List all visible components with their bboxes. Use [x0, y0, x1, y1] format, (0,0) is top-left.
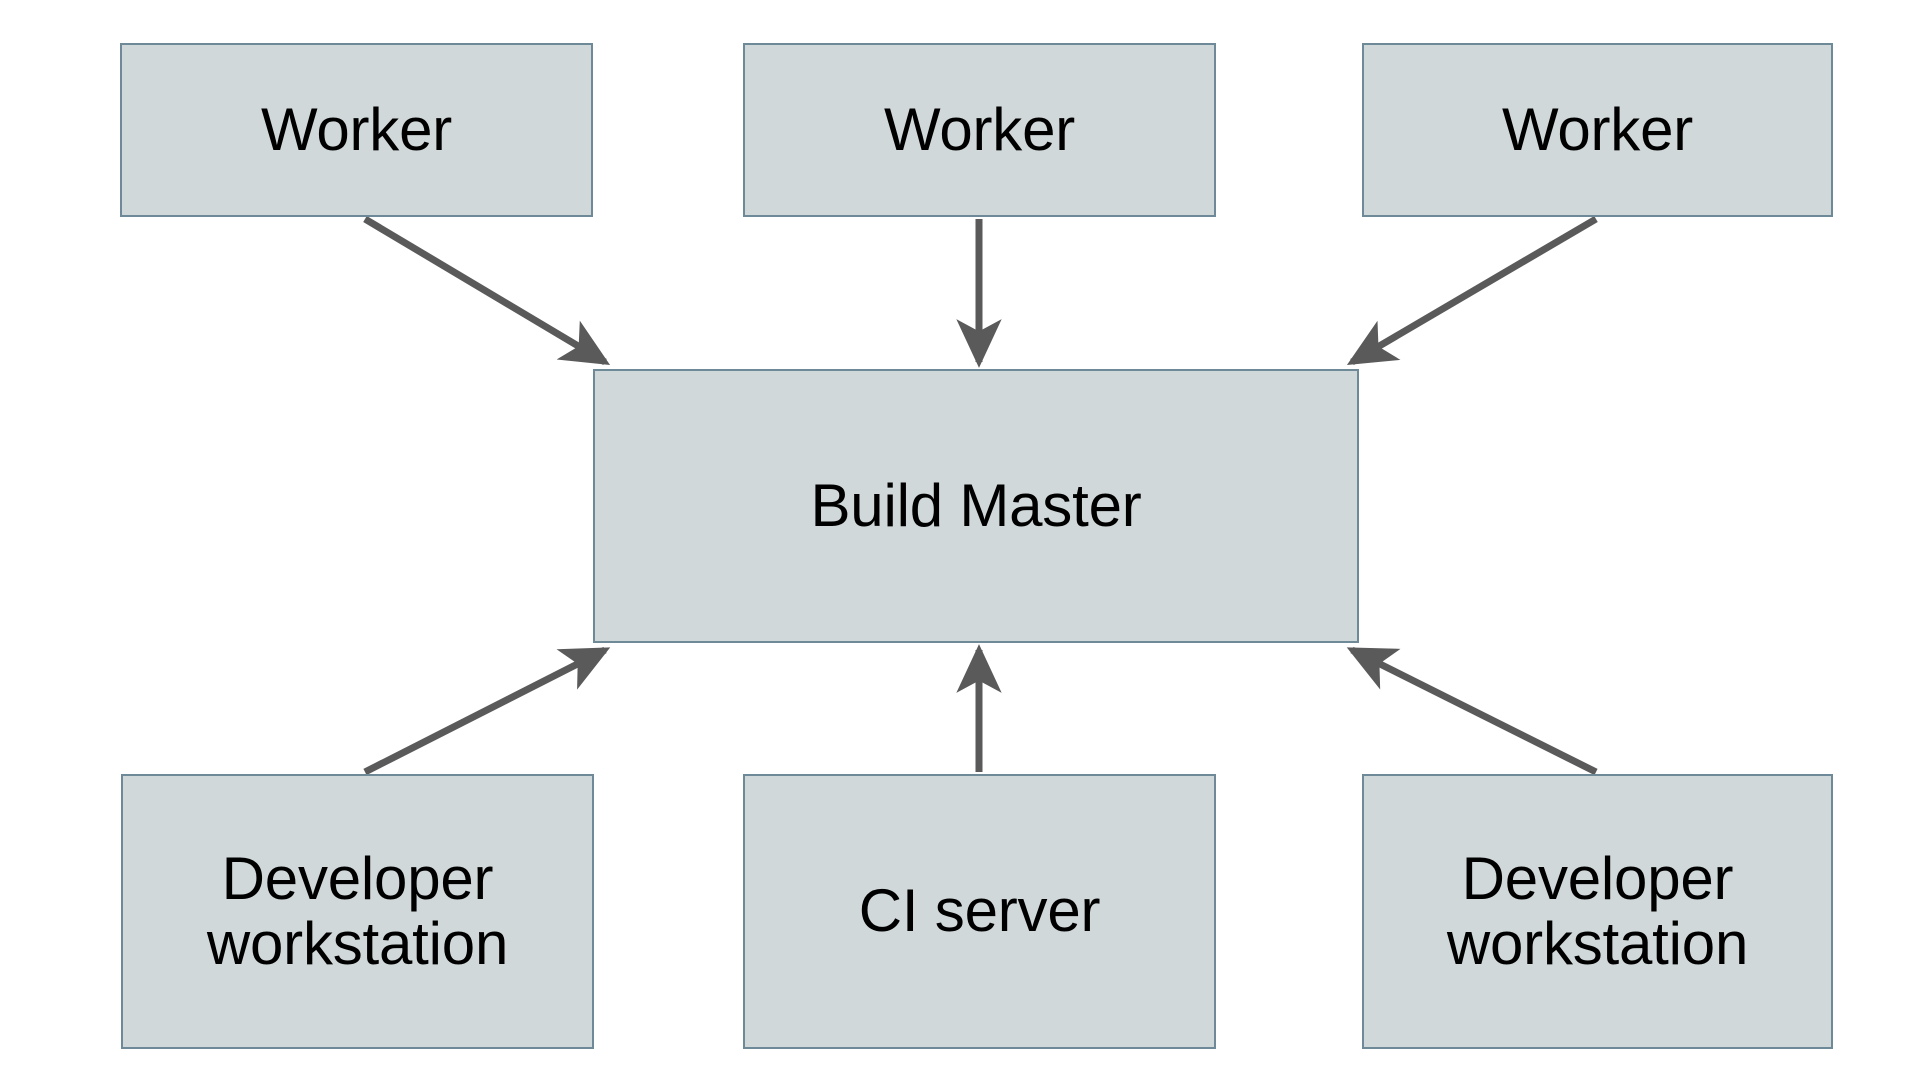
node-worker-1[interactable]: Worker	[120, 43, 593, 217]
edge-dev-ws-1-to-build-master	[363, 646, 611, 776]
node-developer-workstation-2[interactable]: Developer workstation	[1362, 774, 1833, 1049]
node-build-master[interactable]: Build Master	[593, 369, 1359, 643]
edge-worker-3-to-build-master	[1346, 215, 1598, 366]
node-developer-workstation-1[interactable]: Developer workstation	[121, 774, 594, 1049]
node-worker-3-label: Worker	[1501, 95, 1694, 163]
node-worker-1-label: Worker	[260, 95, 453, 163]
node-developer-workstation-2-label: Developer workstation	[1446, 844, 1749, 977]
node-worker-3[interactable]: Worker	[1362, 43, 1833, 217]
node-ci-server-label: CI server	[858, 877, 1101, 945]
node-ci-server[interactable]: CI server	[743, 774, 1216, 1049]
node-build-master-label: Build Master	[810, 471, 1142, 539]
node-worker-2[interactable]: Worker	[743, 43, 1216, 217]
edge-dev-ws-2-to-build-master	[1346, 646, 1598, 776]
edge-worker-1-to-build-master	[363, 215, 611, 366]
node-developer-workstation-1-label: Developer workstation	[206, 844, 509, 977]
node-worker-2-label: Worker	[883, 95, 1076, 163]
